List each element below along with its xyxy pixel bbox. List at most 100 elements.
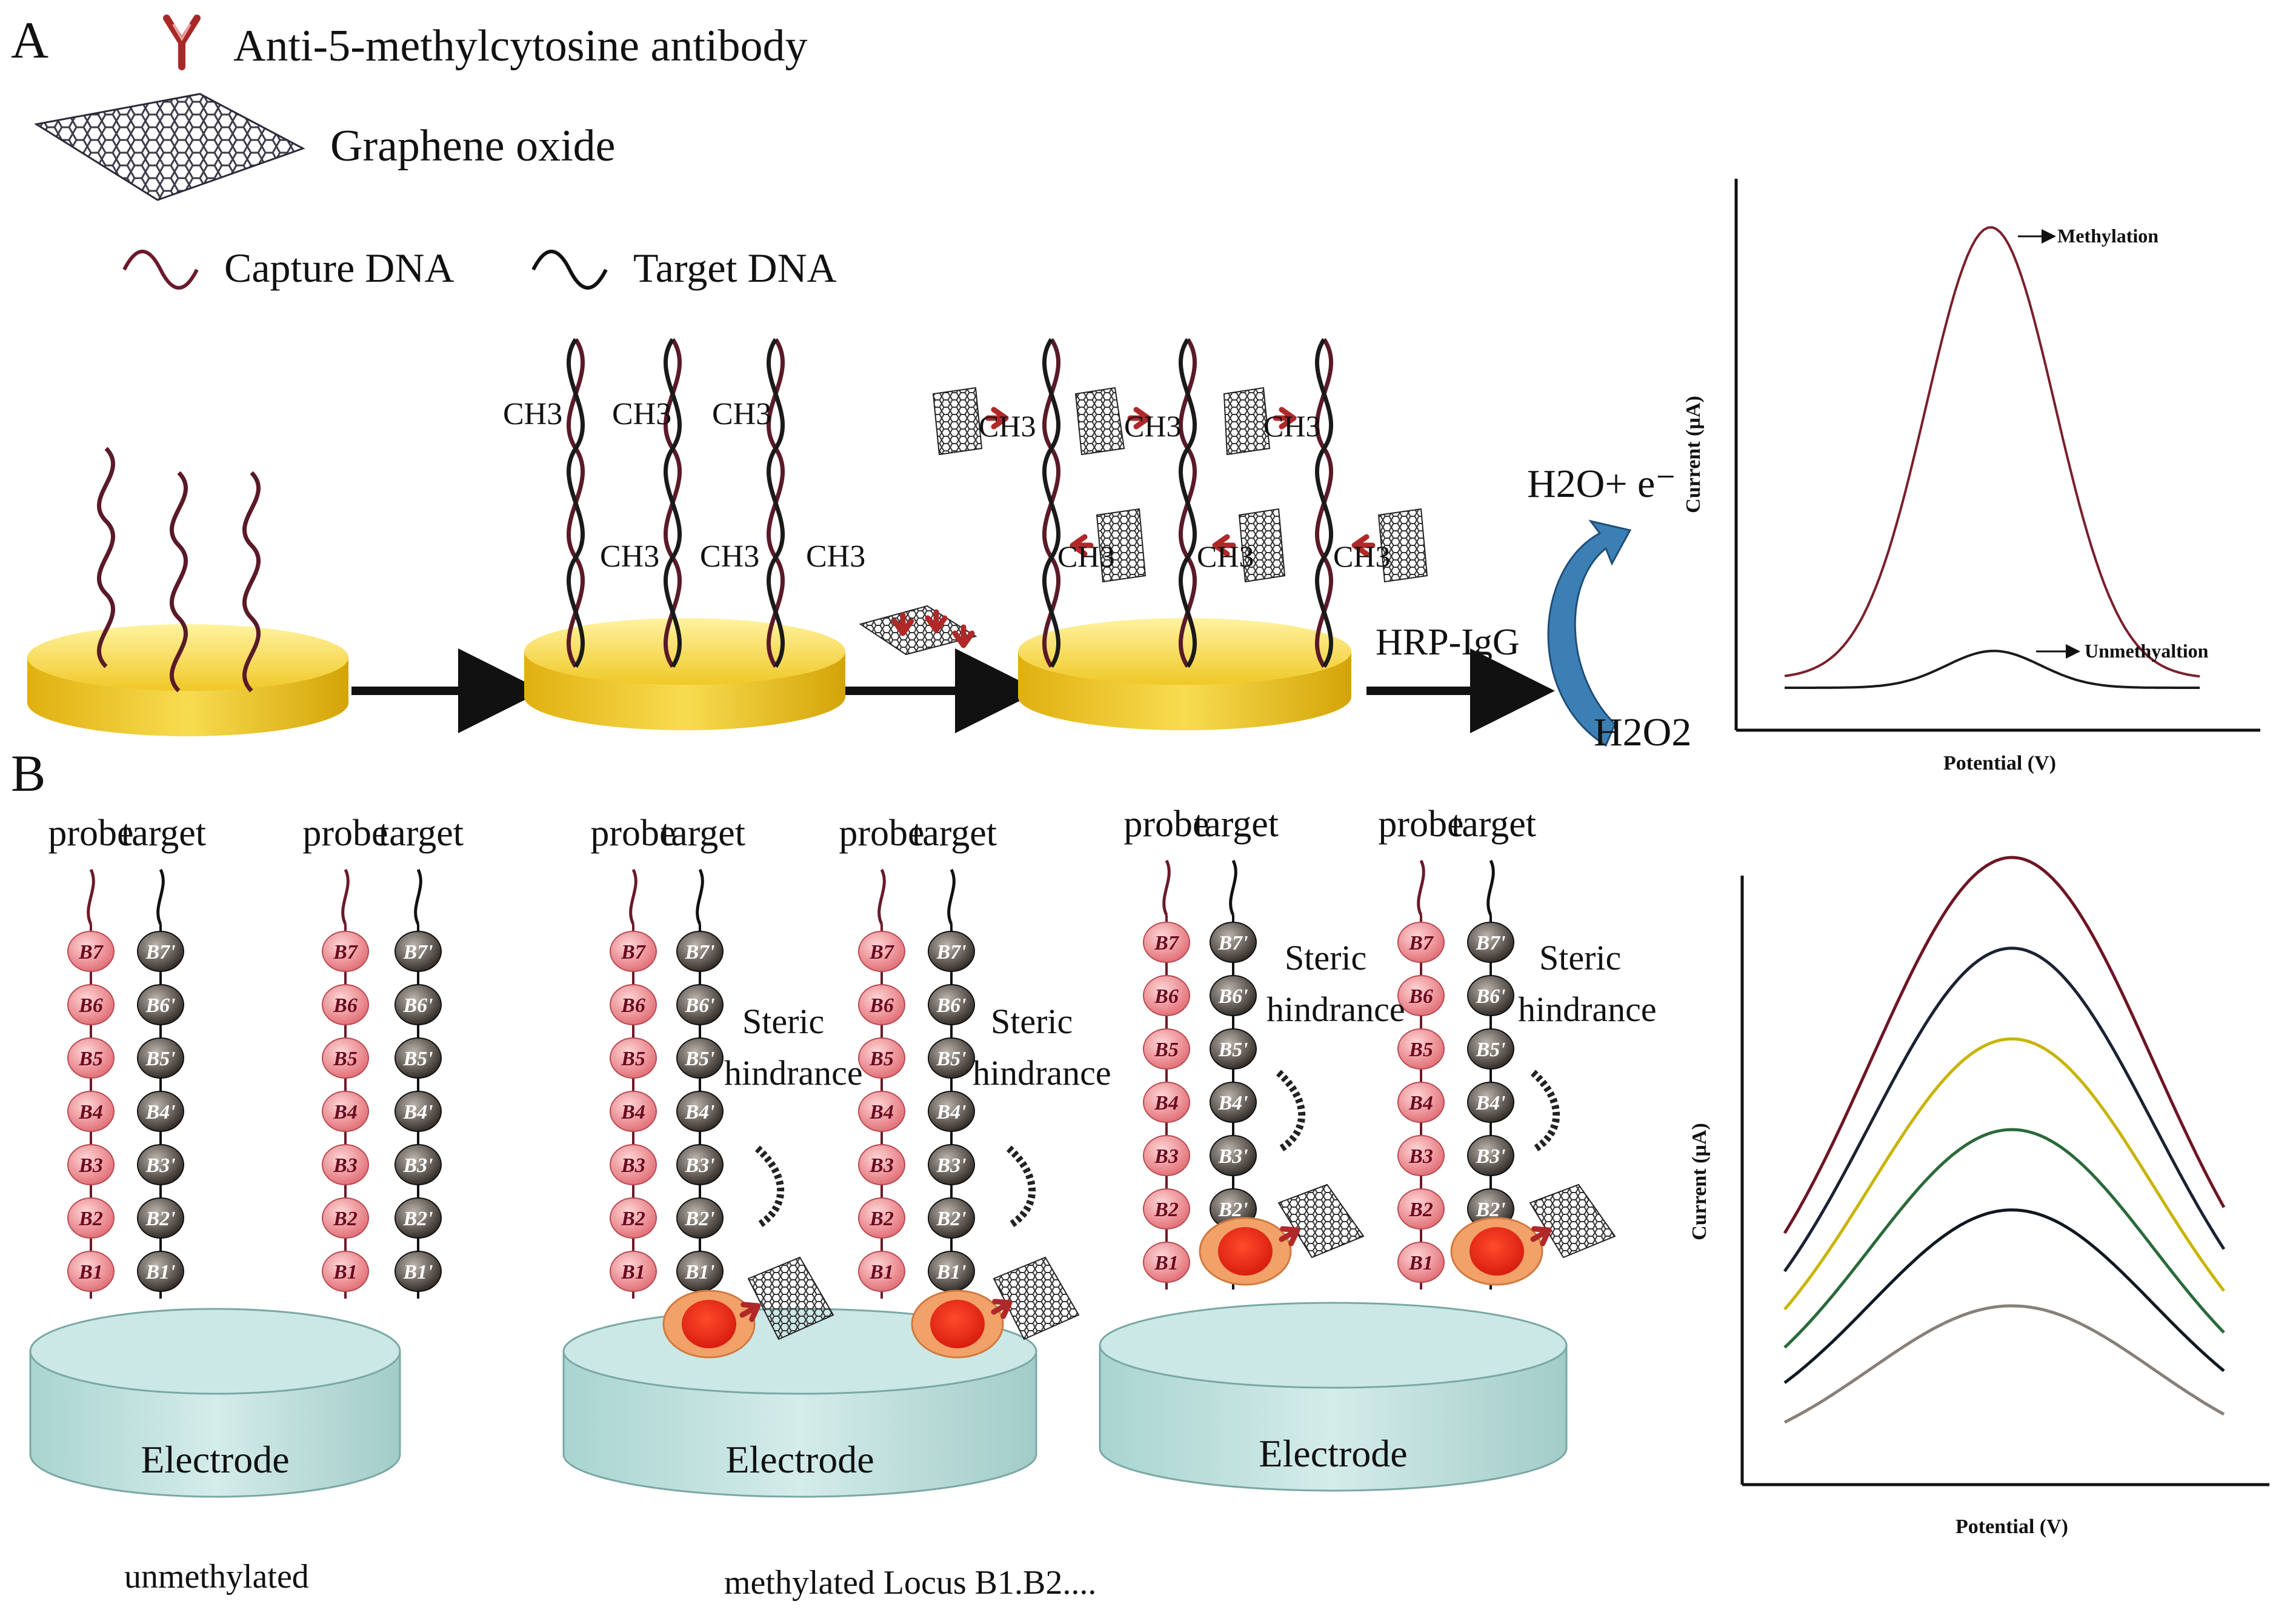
ch3-label: CH3 [503,397,562,431]
target-bead [137,1144,184,1185]
probe-bead-label: B4 [333,1101,358,1123]
target-bead-label: B6' [1217,985,1248,1008]
probe-bead [1397,1135,1445,1176]
dsdna-helices-2 [568,339,782,667]
target-bead [928,931,975,972]
probe-bead-label: B2 [78,1208,103,1230]
probe-bead [67,1144,115,1185]
target-tail [696,868,704,925]
probe-bead-label: B1 [333,1261,358,1283]
target-bead-label: B3' [684,1154,714,1177]
target-bead-label: B5' [1475,1039,1505,1061]
probe-bead-label: B7 [1408,932,1434,954]
target-bead [676,1197,724,1239]
probe-bead [858,984,905,1025]
probe-bead [610,984,657,1025]
probe-bead-label: B1 [1154,1252,1179,1274]
target-bead-label: B2' [402,1208,433,1230]
probe-bead [1143,1242,1190,1283]
target-tail [1486,859,1495,916]
probe-bead [610,1251,657,1292]
probe-bead-label: B5 [78,1048,103,1070]
probe-bead-label: B4 [869,1101,894,1123]
target-bead-label: B5' [936,1048,966,1070]
series-line [1783,1208,2225,1384]
probe-bead-label: B2 [333,1208,358,1230]
ch3-label: CH3 [1263,409,1320,443]
target-label: target [661,813,745,854]
target-bead-label: B4' [402,1101,433,1123]
unmethylation-label: Unmethyaltion [2085,640,2209,662]
target-bead-label: B3' [1475,1145,1505,1168]
hindrance-label: hindrance [724,1053,863,1093]
target-bead [394,1251,442,1292]
panel-b: B Electrode Electrode Electrode probetar… [11,744,1657,1602]
target-bead-label: B7' [1217,932,1248,954]
probe-tail [629,868,637,925]
target-bead-label: B7' [1475,932,1505,954]
legend-target-icon [531,250,608,290]
steric-label: Steric [991,1002,1073,1041]
probe-label: probe [302,813,388,854]
electrode-label: Electrode [141,1438,289,1481]
series-line [1783,1304,2225,1424]
target-bead-label: B3' [145,1154,175,1177]
go-antibody-conjugate-icon [859,605,977,656]
probe-bead-label: B7 [78,941,104,963]
panel-a: A Anti-5-methylcytosine antibody Graphen… [11,11,1691,754]
probe-bead-label: B5 [621,1048,645,1070]
series-line [1783,1128,2225,1349]
steric-label: Steric [742,1002,824,1041]
legend-capture-icon [122,250,199,290]
target-bead [1467,922,1514,963]
probe-bead-label: B3 [78,1154,103,1177]
probe-bead-label: B2 [621,1208,645,1230]
probe-bead [1143,1028,1190,1070]
probe-bead [610,1037,657,1079]
chart-top: Current (µA) Potential (V) Methylation U… [1682,179,2260,774]
target-bead-label: B1' [936,1261,966,1283]
target-bead [137,1091,184,1132]
target-bead [1467,1028,1514,1070]
target-bead [137,931,184,972]
probe-tail [1417,859,1425,916]
h2o-electron-label: H2O+ e⁻ [1527,462,1676,506]
target-bead [394,1144,442,1185]
electrode-label: Electrode [725,1438,874,1481]
target-bead [928,1037,975,1079]
probe-label: probe [839,813,924,854]
series-line-unmethylation [1785,650,2200,689]
target-bead [394,984,442,1025]
target-bead [1210,975,1257,1016]
probe-bead-label: B3 [621,1154,645,1177]
target-bead-label: B1' [402,1261,433,1283]
target-bead [1210,1082,1257,1123]
probe-bead [67,984,115,1025]
probe-bead-label: B5 [869,1048,894,1070]
target-bead [394,1037,442,1079]
probe-bead [67,1197,115,1239]
methylation-label: Methylation [2057,225,2159,247]
target-bead-label: B6' [684,994,714,1017]
gold-electrode-3 [1018,618,1351,730]
target-tail [947,868,956,925]
target-bead [928,984,975,1025]
probe-tail [341,868,350,925]
probe-bead [1397,975,1445,1016]
target-tail [156,868,165,925]
probe-bead [67,1037,115,1079]
probe-bead [322,1251,369,1292]
probe-bead [1143,1082,1190,1123]
target-tail [414,868,422,925]
probe-bead-label: B7 [333,941,359,963]
target-bead-label: B2' [936,1208,966,1230]
probe-bead [1143,975,1190,1016]
probe-bead-label: B6 [333,994,358,1017]
target-bead [928,1091,975,1132]
target-label: target [1194,804,1279,845]
target-bead-label: B4' [684,1101,714,1123]
legend-graphene-label: Graphene oxide [330,121,616,171]
probe-bead [610,1091,657,1132]
caption-unmethylated: unmethylated [124,1558,309,1596]
